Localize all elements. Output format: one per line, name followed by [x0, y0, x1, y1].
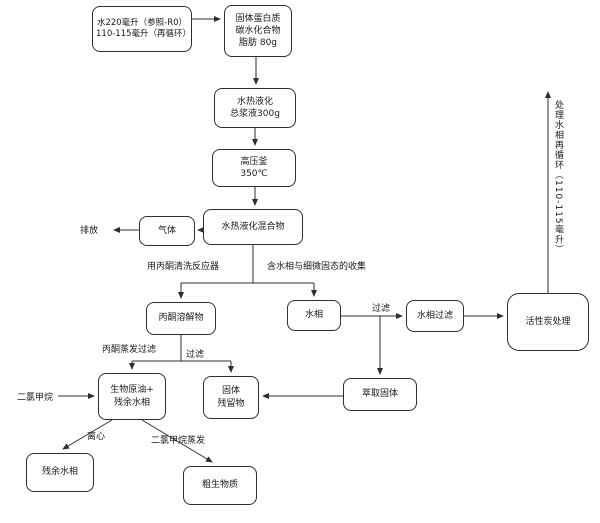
node-autoclave: 高压釜 350℃: [212, 149, 296, 187]
node-crude-biomass: 粗生物质: [183, 466, 257, 505]
node-feedstock: 固体蛋白质 碳水化合物 脂肪 80g: [224, 5, 292, 57]
arrow-biocrude-to-crude-biomass: [141, 419, 213, 463]
node-extracted-solids-label: 萃取固体: [361, 389, 398, 400]
label-wash-reactor: 用丙酮清洗反应器: [147, 262, 220, 272]
node-htl-slurry: 水热液化 总浆液300g: [214, 88, 296, 128]
node-acetone-dissolved-label: 丙酮溶解物: [158, 313, 204, 324]
node-gas-label: 气体: [157, 225, 176, 236]
node-aqueous-filtration-label: 水相过滤: [416, 310, 453, 321]
node-water-input-line2: 110-115毫升（再循环）: [96, 29, 192, 39]
node-gas: 气体: [139, 216, 195, 246]
node-autoclave-line1: 高压釜: [240, 156, 268, 167]
node-water-input: 水220毫升（参照-R0） 110-115毫升（再循环）: [92, 6, 192, 52]
arrow-biocrude-to-residual-aqueous: [62, 419, 113, 450]
node-residual-aqueous: 残余水相: [26, 453, 94, 492]
label-filter-aqueous: 过滤: [372, 304, 391, 314]
node-solid-residue-line2: 残留物: [217, 398, 245, 409]
node-htl-mixture: 水热液化混合物: [203, 209, 303, 245]
node-feedstock-line1: 固体蛋白质: [235, 13, 281, 24]
label-dcm-evaporation: 二氯甲烷蒸发: [151, 436, 206, 446]
node-water-input-line1: 水220毫升（参照-R0）: [96, 17, 188, 28]
node-autoclave-line2: 350℃: [240, 169, 268, 179]
node-aqueous-filtration: 水相过滤: [406, 300, 464, 332]
node-htl-slurry-line1: 水热液化: [236, 96, 273, 107]
node-extracted-solids: 萃取固体: [343, 378, 417, 411]
node-solid-residue-line1: 固体: [221, 386, 240, 397]
label-centrifuge: 离心: [87, 432, 106, 442]
node-solid-residue: 固体 残留物: [203, 376, 259, 419]
label-filter-solid: 过滤: [186, 350, 205, 360]
node-activated-carbon-label: 活性炭处理: [525, 316, 571, 327]
label-discharge: 排放: [80, 226, 99, 236]
node-feedstock-line3: 脂肪 80g: [238, 38, 278, 49]
label-collection: 含水相与细微固态的收集: [267, 262, 367, 272]
node-aqueous-phase: 水相: [287, 300, 341, 331]
node-residual-aqueous-label: 残余水相: [41, 467, 78, 478]
node-htl-slurry-line2: 总浆液300g: [230, 109, 280, 119]
node-biocrude: 生物原油+ 残余水相: [98, 373, 166, 420]
node-biocrude-line2: 残余水相: [113, 397, 150, 408]
node-feedstock-line2: 碳水化合物: [235, 25, 281, 36]
label-dichloromethane: 二氯甲烷: [17, 393, 54, 403]
node-acetone-dissolved: 丙酮溶解物: [146, 302, 216, 335]
node-activated-carbon: 活性炭处理: [507, 293, 589, 351]
label-recycle-treated-water: 处理水相再循环（110-115毫升）: [553, 100, 563, 255]
node-htl-mixture-label: 水热液化混合物: [221, 221, 285, 232]
label-acetone-evap-filter: 丙酮蒸发过滤: [102, 345, 157, 355]
node-crude-biomass-label: 粗生物质: [201, 480, 238, 491]
node-aqueous-phase-label: 水相: [304, 310, 323, 321]
node-biocrude-line1: 生物原油+: [110, 385, 154, 396]
